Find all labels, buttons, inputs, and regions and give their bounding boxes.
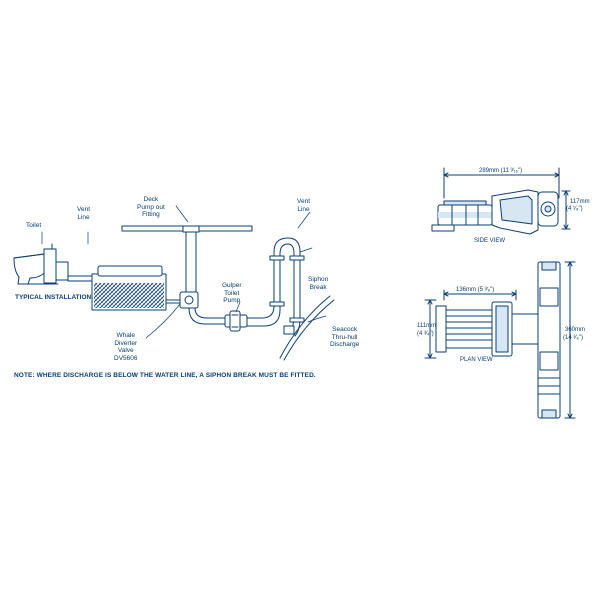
seacock bbox=[283, 325, 295, 335]
label-siphon-break-l1: Siphon bbox=[308, 276, 329, 283]
label-vent-line-right-l1: Vent bbox=[297, 198, 311, 205]
label-siphon-break-l2: Break bbox=[309, 283, 327, 291]
side-view-height-mm: 117mm bbox=[570, 199, 590, 205]
side-view-length: 289mm (11 ³⁄₁₆") bbox=[478, 168, 524, 174]
label-diverter-valve: Whale Diverter Valve DV5606 bbox=[114, 332, 138, 362]
diverter-valve bbox=[165, 291, 199, 309]
label-vent-line-left-l1: Vent bbox=[77, 206, 91, 213]
plan-view-drawing bbox=[424, 261, 576, 419]
label-siphon-break: Siphon Break bbox=[308, 276, 328, 291]
label-vent-line-left-l2: Line bbox=[77, 213, 90, 221]
label-diverter-valve-l4: DV5606 bbox=[114, 354, 138, 362]
plan-view-depth-in: (4 ³⁄₄") bbox=[417, 331, 434, 337]
label-gulper-pump-l3: Pump bbox=[223, 297, 241, 304]
hose-to-pump bbox=[188, 307, 226, 325]
label-gulper-pump-l2: Toilet bbox=[224, 289, 240, 297]
holding-tank bbox=[67, 265, 167, 311]
label-diverter-valve-l3: Valve bbox=[117, 347, 134, 354]
label-vent-line-right-l2: Line bbox=[297, 205, 310, 213]
label-seacock-l3: Discharge bbox=[330, 341, 360, 348]
leader-lines bbox=[41, 205, 327, 339]
label-toilet: Toilet bbox=[26, 222, 42, 229]
plan-view-width: 136mm (5 ³⁄₈") bbox=[455, 287, 496, 293]
plan-view-length-in: (14 ³⁄₈") bbox=[563, 335, 583, 341]
gulper-pump bbox=[224, 310, 248, 332]
label-gulper-pump: Gulper Toilet Pump bbox=[222, 282, 242, 305]
label-seacock: Seacock Thru-hull Discharge bbox=[330, 326, 359, 349]
plan-view-title: PLAN VIEW bbox=[460, 357, 493, 363]
siphon-break-note: NOTE: WHERE DISCHARGE IS BELOW THE WATER… bbox=[14, 372, 316, 379]
plan-view-depth-mm: 111mm bbox=[417, 323, 437, 329]
label-typical-installation: TYPICAL INSTALLATION. bbox=[15, 294, 93, 301]
label-vent-line-right: Vent Line bbox=[297, 198, 310, 213]
label-diverter-valve-l1: Whale bbox=[116, 332, 135, 339]
label-deck-pump-out-l3: Fitting bbox=[142, 211, 160, 218]
label-diverter-valve-l2: Diverter bbox=[114, 339, 138, 347]
label-gulper-pump-l1: Gulper bbox=[222, 282, 242, 289]
toilet-shape bbox=[13, 243, 69, 285]
label-deck-pump-out-l1: Deck bbox=[143, 196, 159, 203]
label-deck-pump-out: Deck Pump out Fitting bbox=[137, 196, 165, 219]
plan-view-length-mm: 360mm bbox=[565, 327, 586, 333]
side-view-height-in: (4 ¹⁄₈") bbox=[566, 206, 583, 212]
side-view-title: SIDE VIEW bbox=[474, 238, 506, 244]
label-seacock-l1: Seacock bbox=[332, 326, 358, 333]
label-vent-line-left: Vent Line bbox=[77, 206, 90, 221]
label-seacock-l2: Thru-hull bbox=[331, 333, 358, 341]
hull-outline bbox=[279, 295, 335, 361]
label-deck-pump-out-l2: Pump out bbox=[137, 203, 165, 211]
side-view-drawing bbox=[431, 167, 571, 235]
discharge-hose bbox=[246, 237, 305, 337]
